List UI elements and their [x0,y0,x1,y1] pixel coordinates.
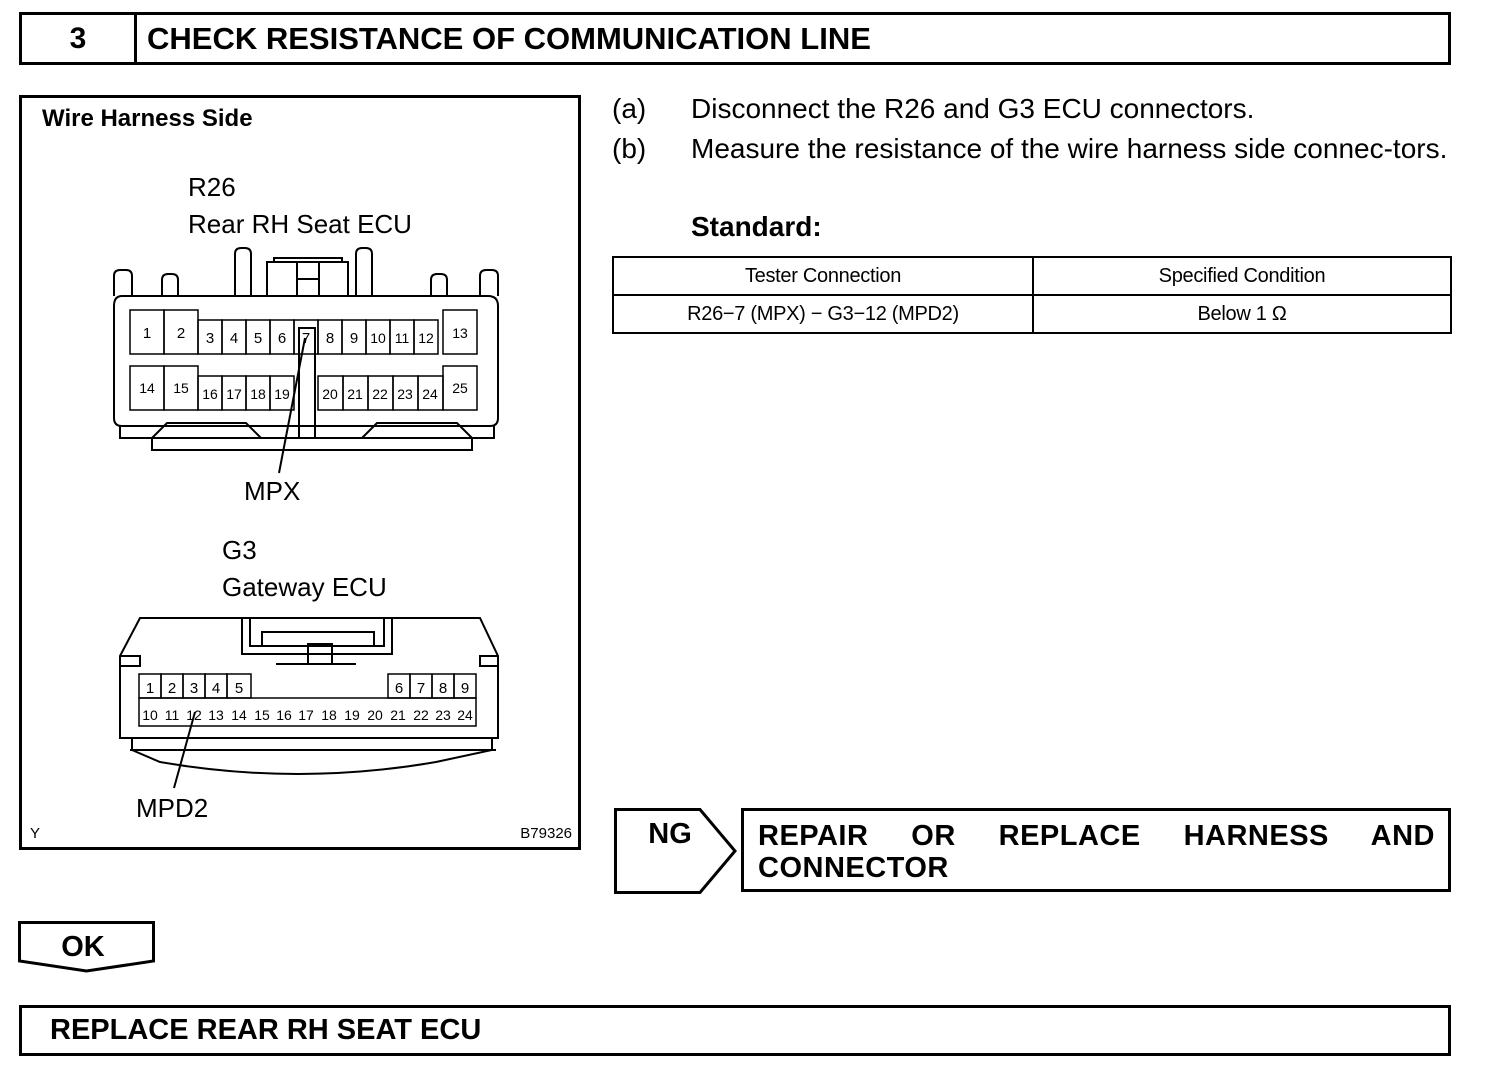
pin-label: 7 [417,680,425,697]
pin-label: 8 [326,330,334,347]
ok-arrow-shape [18,921,155,973]
column-header: Tester Connection [612,256,1034,296]
ng-arrow: NG [614,808,737,894]
pin-label: 19 [344,707,360,723]
column-header: Specified Condition [1032,256,1452,296]
step-marker: (a) [612,93,647,124]
pin-label: 5 [254,330,262,347]
pin-label: 5 [235,680,243,697]
g3-pin-labels: 1 2 3 4 5 6 7 8 9 10 11 12 13 14 15 16 1… [142,680,473,723]
pin-label: 6 [395,680,403,697]
pin-label: 4 [230,330,238,347]
pin-label: 21 [347,386,363,402]
pin-label: 23 [435,707,451,723]
pin-label: 23 [397,386,413,402]
pin-label: 11 [165,707,180,723]
pin-label: 14 [231,707,247,723]
pin-label: 7 [302,330,310,347]
pin-label: 19 [274,386,290,402]
figure-code: B79326 [520,825,572,842]
step-a: (a) Disconnect the R26 and G3 ECU connec… [612,89,1462,129]
pin-label: 18 [321,707,337,723]
pin-label: 25 [452,380,468,396]
final-action-box: REPLACE REAR RH SEAT ECU [19,1005,1451,1056]
table-row: R26−7 (MPX) − G3−12 (MPD2) Below 1 Ω [612,294,1452,334]
pin-label: 9 [461,680,469,697]
pin-label: 9 [350,330,358,347]
r26-name: Rear RH Seat ECU [188,209,412,239]
pin-label: 6 [278,330,286,347]
pin-label: 12 [418,330,434,346]
r26-pins [129,309,478,411]
pin-label: 21 [390,707,406,723]
g3-pins [138,673,477,727]
step-header: 3 CHECK RESISTANCE OF COMMUNICATION LINE [19,12,1451,65]
pin-label: 10 [142,707,158,723]
pin-label: 16 [276,707,292,723]
pin-label: 20 [367,707,383,723]
pin-label: 4 [212,680,220,697]
pin-label: 8 [439,680,447,697]
ok-arrow: OK [18,921,155,973]
pin-label: 1 [146,680,154,697]
pin-label: 16 [202,386,218,402]
pin-label: 13 [452,325,468,341]
mpx-leader-line [278,337,306,474]
step-text: Disconnect the R26 and G3 ECU connectors… [691,93,1255,124]
ng-label: NG [648,818,692,850]
step-title: CHECK RESISTANCE OF COMMUNICATION LINE [147,20,871,56]
pin-label: 10 [370,330,386,346]
g3-name: Gateway ECU [222,572,387,602]
pin-label: 2 [177,325,185,342]
pin-label: 3 [206,330,214,347]
pin-label: 24 [422,386,438,402]
pin-label: 11 [395,330,410,346]
pin-label: 13 [208,707,224,723]
specified-condition-cell: Below 1 Ω [1032,294,1452,334]
step-b: (b) Measure the resistance of the wire h… [612,129,1462,209]
g3-connector [119,617,499,775]
ng-result-box: REPAIR OR REPLACE HARNESS AND CONNECTOR [741,808,1451,892]
mpd2-leader-line [173,711,196,789]
pin-label: 15 [254,707,270,723]
corner-mark: Y [30,825,40,842]
step-number: 3 [22,15,137,62]
pin-label: 24 [457,707,473,723]
connector-diagram-svg: Wire Harness Side R26 Rear RH Seat ECU [30,105,572,842]
diagram-title: Wire Harness Side [42,105,253,132]
r26-code: R26 [188,172,236,202]
tester-connection-cell: R26−7 (MPX) − G3−12 (MPD2) [612,294,1034,334]
pin-label: 3 [190,680,198,697]
step-text: Measure the resistance of the wire harne… [691,133,1448,164]
pin-label: 20 [322,386,338,402]
mpd2-label: MPD2 [136,793,208,823]
ng-arrow-shape [614,808,737,894]
pin-label: 18 [250,386,266,402]
ok-label: OK [61,931,105,963]
pin-label: 17 [226,386,242,402]
standard-label: Standard: [691,211,822,242]
pin-label: 15 [173,380,189,396]
r26-pin-labels: 1 2 3 4 5 6 7 8 9 10 11 12 13 14 15 16 1… [139,325,468,402]
table-header-row: Tester Connection Specified Condition [612,256,1452,296]
g3-code: G3 [222,535,257,565]
pin-label: 17 [298,707,314,723]
spec-table: Tester Connection Specified Condition R2… [612,256,1452,334]
pin-label: 22 [413,707,429,723]
pin-label: 22 [372,386,388,402]
pin-label: 1 [143,325,151,342]
step-marker: (b) [612,133,647,164]
wire-harness-diagram: Wire Harness Side R26 Rear RH Seat ECU [19,95,581,850]
r26-connector [113,247,499,451]
mpx-label: MPX [244,476,300,506]
pin-label: 2 [168,680,176,697]
pin-label: 14 [139,380,155,396]
